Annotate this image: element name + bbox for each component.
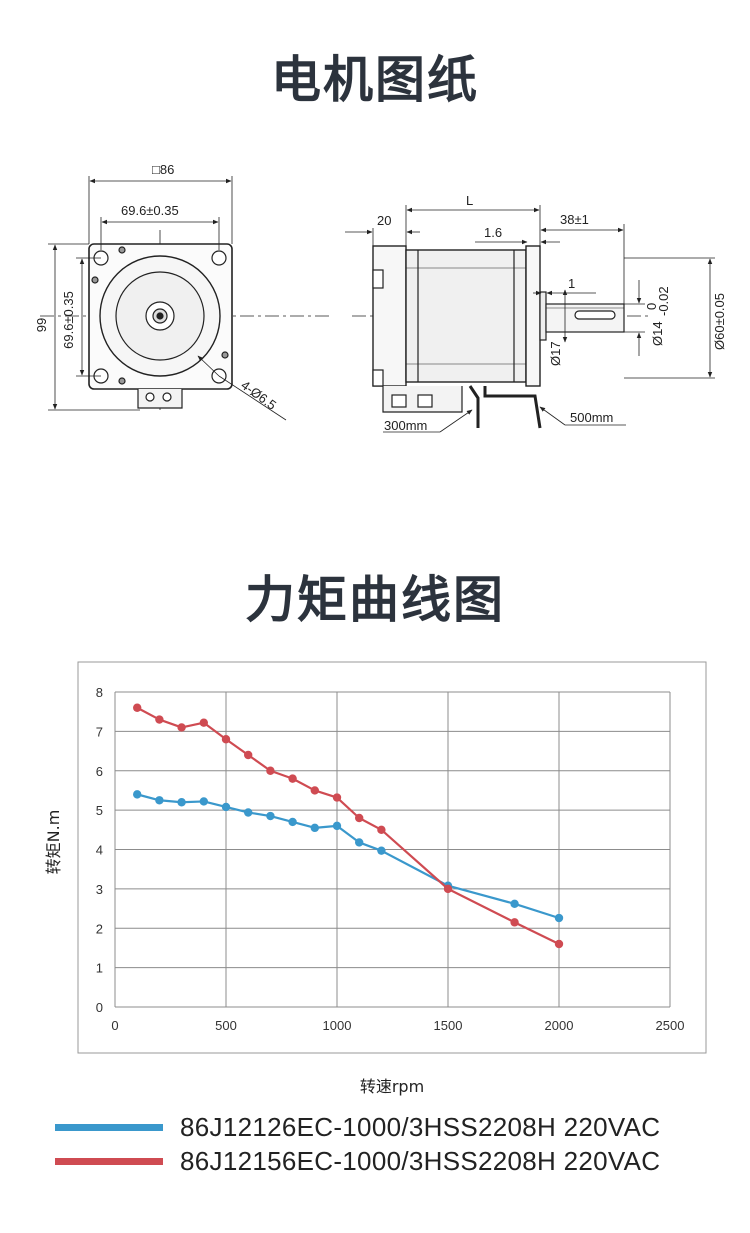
- data-point-2: [443, 884, 453, 894]
- dim-height: 99: [34, 318, 49, 332]
- dim-square: □86: [152, 162, 174, 177]
- data-point-1: [377, 846, 386, 855]
- dim-shaft-dia2: Ø17: [548, 341, 563, 366]
- x-tick-label: 0: [111, 1018, 118, 1033]
- x-axis-label: 转速rpm: [360, 1077, 424, 1096]
- data-point-2: [332, 793, 342, 802]
- legend-label-2: 86J12156EC-1000/3HSS2208H 220VAC: [180, 1146, 661, 1176]
- data-point-1: [310, 823, 319, 833]
- data-point-2: [510, 918, 519, 927]
- dim-flange: 20: [377, 213, 391, 228]
- dim-key: 1: [568, 276, 575, 291]
- legend-item-1: 86J12126EC-1000/3HSS2208H 220VAC: [55, 1112, 735, 1142]
- data-point-2: [177, 723, 186, 732]
- data-point-2: [377, 825, 386, 835]
- dim-cable1: 300mm: [384, 418, 427, 433]
- data-point-2: [244, 750, 253, 760]
- y-tick-label: 7: [96, 724, 103, 739]
- x-tick-label: 1000: [323, 1018, 352, 1033]
- data-point-2: [554, 939, 564, 949]
- y-tick-label: 5: [96, 803, 103, 818]
- data-point-1: [355, 838, 364, 847]
- data-point-1: [177, 798, 186, 807]
- y-tick-label: 1: [96, 961, 103, 976]
- x-tick-label: 500: [215, 1018, 237, 1033]
- legend-label-1: 86J12126EC-1000/3HSS2208H 220VAC: [180, 1112, 661, 1142]
- dim-hole-spacing-h: 69.6±0.35: [121, 203, 179, 218]
- y-axis-label: 转矩N.m: [44, 810, 63, 875]
- dim-length: L: [466, 193, 473, 208]
- data-point-1: [554, 913, 564, 923]
- dim-pilot: Ø60±0.05: [712, 293, 727, 350]
- drawing-title: 电机图纸: [271, 51, 479, 109]
- y-tick-label: 4: [96, 843, 103, 858]
- data-point-1: [133, 790, 142, 799]
- dim-shaft-length: 38±1: [560, 212, 589, 227]
- y-tick-label: 8: [96, 685, 103, 700]
- data-point-2: [133, 703, 142, 712]
- data-point-2: [310, 786, 319, 795]
- data-point-1: [155, 796, 164, 805]
- dim-shaft-tol-upper: 0: [644, 303, 659, 310]
- legend-item-2: 86J12156EC-1000/3HSS2208H 220VAC: [55, 1146, 735, 1176]
- data-point-1: [221, 802, 231, 812]
- dim-hole-spacing-v: 69.6±0.35: [61, 291, 76, 349]
- data-point-1: [244, 808, 253, 817]
- side-view: [352, 245, 650, 429]
- dim-offset: 1.6: [484, 225, 502, 240]
- dim-shaft-dia: Ø14: [650, 321, 665, 346]
- dim-cable2: 500mm: [570, 410, 613, 425]
- data-point-1: [510, 899, 519, 909]
- y-tick-label: 3: [96, 882, 103, 897]
- front-view: [40, 230, 330, 410]
- x-tick-label: 2500: [656, 1018, 685, 1033]
- data-point-1: [199, 797, 208, 806]
- y-tick-label: 6: [96, 764, 103, 779]
- torque-curve-title: 力矩曲线图: [245, 571, 505, 629]
- x-tick-label: 1500: [434, 1018, 463, 1033]
- legend-swatch-red: [55, 1158, 163, 1165]
- data-point-1: [266, 811, 275, 821]
- y-tick-label: 2: [96, 921, 103, 936]
- legend-swatch-blue: [55, 1124, 163, 1131]
- x-tick-label: 2000: [545, 1018, 574, 1033]
- data-point-2: [221, 735, 231, 744]
- data-point-2: [199, 718, 208, 727]
- dim-shaft-tol-lower: -0.02: [656, 286, 671, 316]
- data-point-2: [288, 774, 297, 783]
- y-tick-label: 0: [96, 1000, 103, 1015]
- data-point-1: [288, 817, 297, 827]
- data-point-2: [355, 813, 364, 823]
- data-point-2: [266, 766, 275, 775]
- data-point-1: [332, 821, 342, 831]
- data-point-2: [155, 715, 164, 724]
